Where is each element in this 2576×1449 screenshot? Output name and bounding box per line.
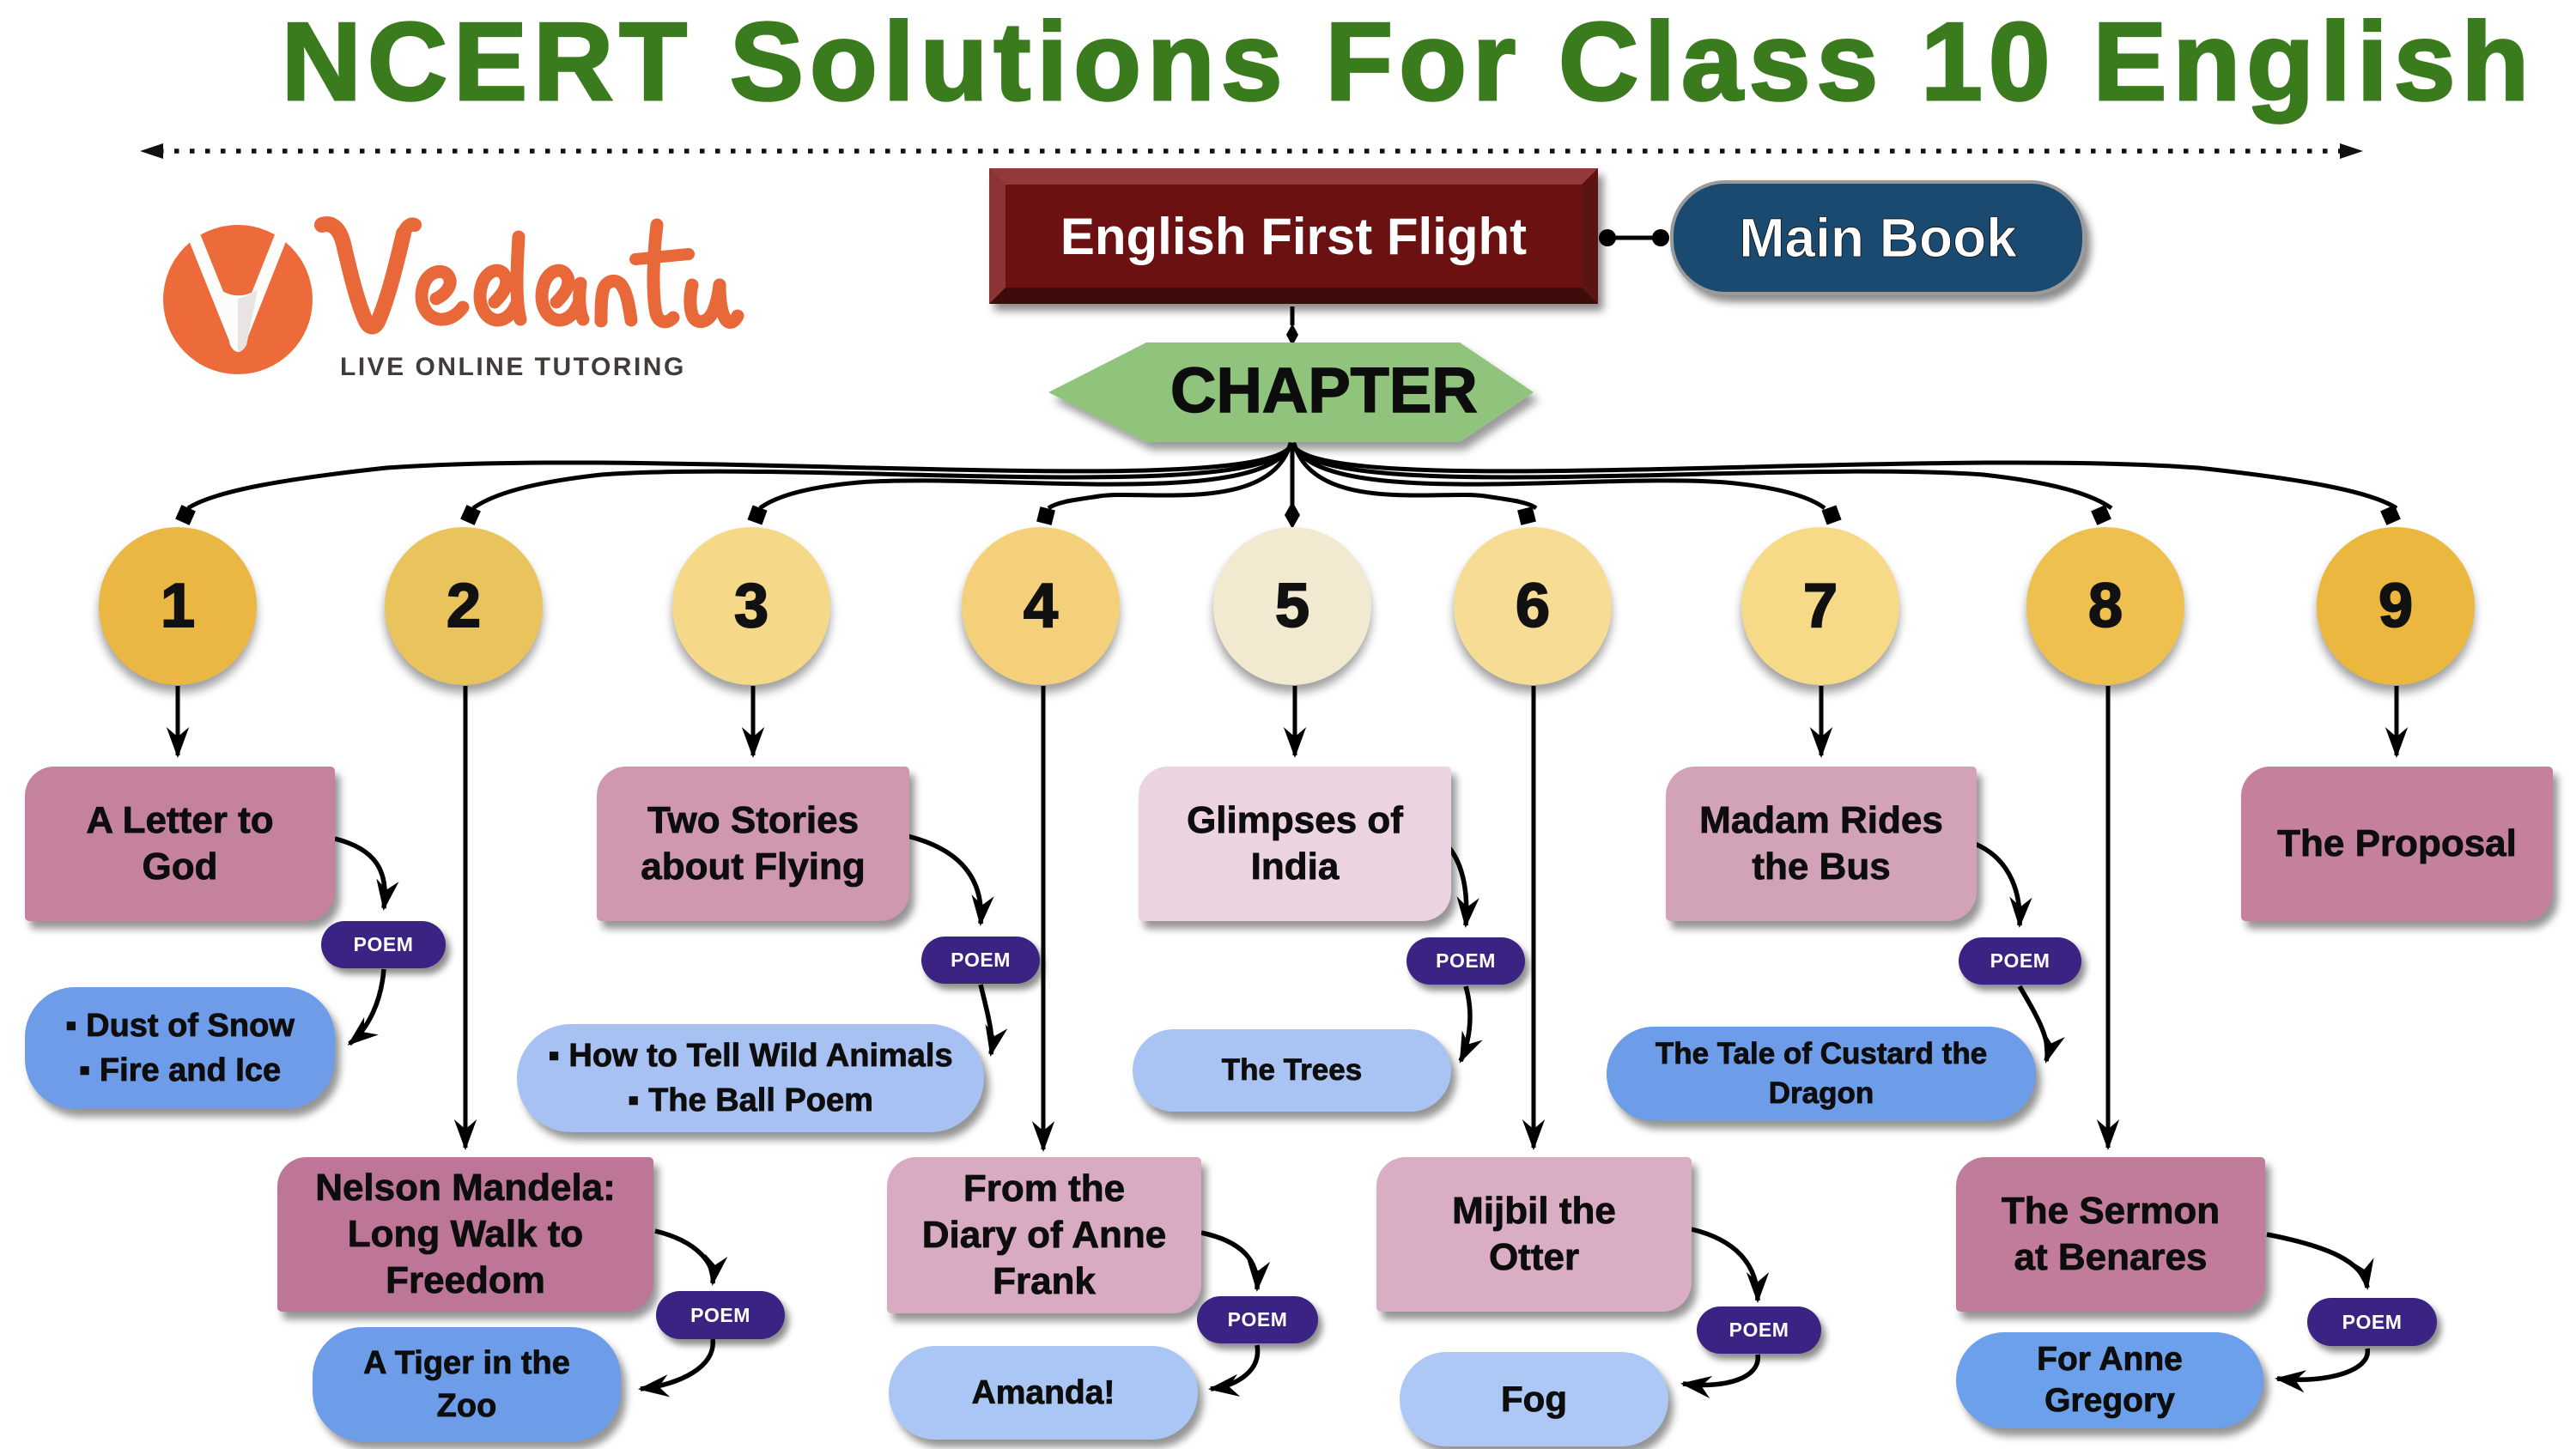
svg-text:LIVE ONLINE TUTORING: LIVE ONLINE TUTORING	[340, 353, 686, 381]
